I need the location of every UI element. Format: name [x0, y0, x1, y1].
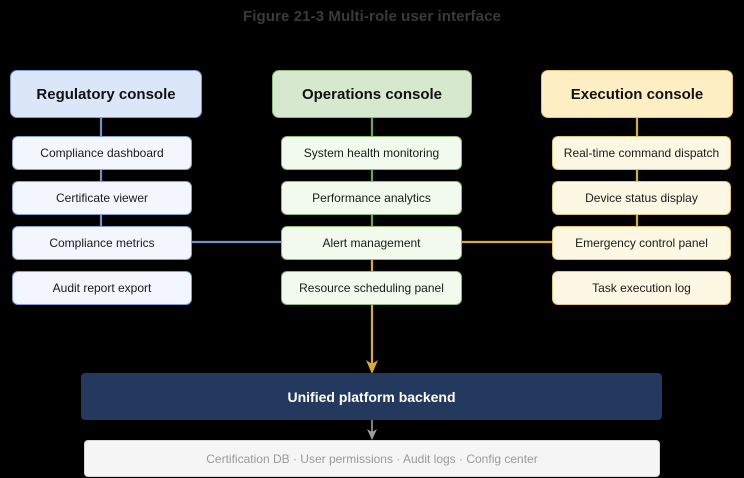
unified-platform-backend[interactable]: Unified platform backend: [81, 373, 662, 420]
console-header-operations[interactable]: Operations console: [272, 70, 472, 118]
item-device-status-display[interactable]: Device status display: [552, 181, 731, 215]
item-compliance-dashboard[interactable]: Compliance dashboard: [12, 136, 192, 170]
item-performance-analytics[interactable]: Performance analytics: [281, 181, 462, 215]
platform-services-footer: Certification DB · User permissions · Au…: [84, 440, 660, 477]
item-system-health-monitoring[interactable]: System health monitoring: [281, 136, 462, 170]
item-compliance-metrics[interactable]: Compliance metrics: [12, 226, 192, 260]
item-certificate-viewer[interactable]: Certificate viewer: [12, 181, 192, 215]
console-header-execution[interactable]: Execution console: [541, 70, 733, 118]
item-task-execution-log[interactable]: Task execution log: [552, 271, 731, 305]
item-alert-management[interactable]: Alert management: [281, 226, 462, 260]
figure-title: Figure 21-3 Multi-role user interface: [243, 8, 501, 25]
item-resource-scheduling-panel[interactable]: Resource scheduling panel: [281, 271, 462, 305]
console-header-regulatory[interactable]: Regulatory console: [10, 70, 202, 118]
item-emergency-control-panel[interactable]: Emergency control panel: [552, 226, 731, 260]
item-realtime-command-dispatch[interactable]: Real-time command dispatch: [552, 136, 731, 170]
arrow-head-footer: [367, 429, 377, 440]
arrow-head-backend: [366, 360, 378, 374]
item-audit-report-export[interactable]: Audit report export: [12, 271, 192, 305]
